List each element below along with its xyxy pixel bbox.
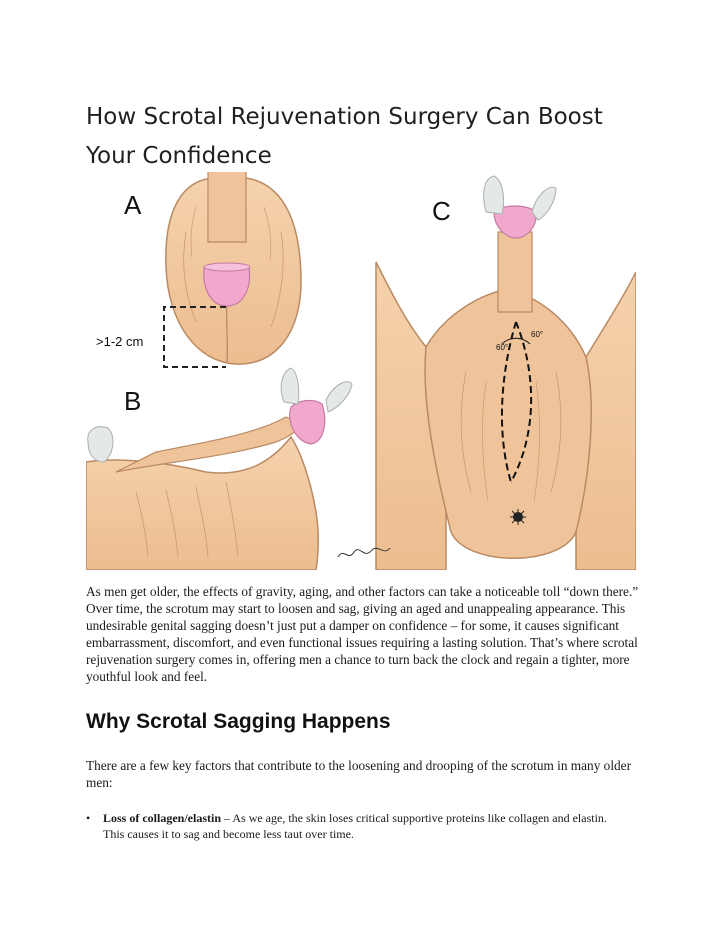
angle-right-label: 60° [531,330,543,339]
panel-c: 60° 60° C [337,175,636,570]
bullet-icon: • [86,811,91,825]
panel-b: B [86,367,353,570]
page-title: How Scrotal Rejuvenation Surgery Can Boo… [86,104,603,169]
intro-paragraph: As men get older, the effects of gravity… [86,584,639,684]
panel-a: A >1-2 cm [96,172,302,368]
section-lead-paragraph: There are a few key factors that contrib… [86,758,631,790]
angle-left-label: 60° [496,343,508,352]
artist-signature [337,547,391,558]
panel-b-label: B [124,386,141,416]
panel-a-label: A [124,190,142,220]
illustration-svg: A >1-2 cm B [86,172,636,570]
section-heading: Why Scrotal Sagging Happens [86,710,391,733]
list-item-text: – As we age, the skin loses critical sup… [103,811,607,841]
panel-c-label: C [432,196,451,226]
measurement-label: >1-2 cm [96,334,143,349]
factor-list: • Loss of collagen/elastin – As we age, t… [86,810,626,842]
list-item-term: Loss of collagen/elastin [103,811,222,825]
list-item: • Loss of collagen/elastin – As we age, t… [86,810,626,842]
medical-illustration: A >1-2 cm B [86,172,636,570]
